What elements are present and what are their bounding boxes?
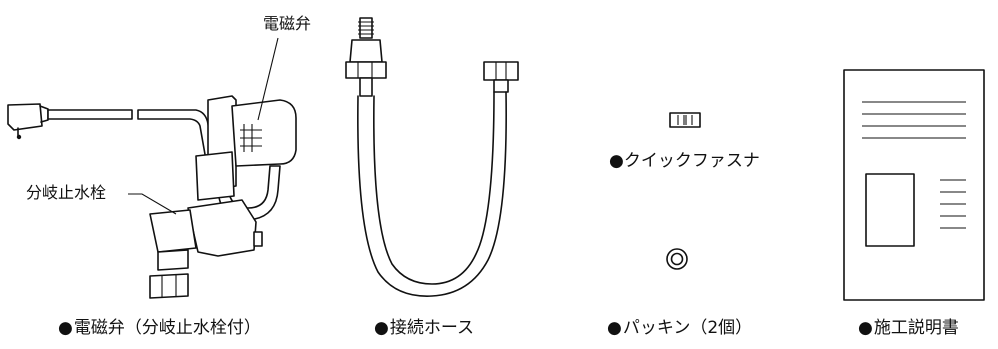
manual-caption-text: 施工説明書 <box>873 318 959 338</box>
connection-hose-caption: ●接続ホース <box>374 317 474 339</box>
manual-caption: ●施工説明書 <box>858 317 959 339</box>
connection-hose-caption-text: 接続ホース <box>389 318 474 338</box>
packing-caption: ●パッキン（2個） <box>607 317 752 339</box>
packing-ring-illustration <box>666 248 688 270</box>
packing-caption-text: パッキン（2個） <box>622 318 753 338</box>
instruction-manual-illustration <box>843 69 985 301</box>
bullet-icon: ● <box>609 151 624 171</box>
solenoid-valve-illustration <box>7 37 297 299</box>
quick-fastener-illustration <box>669 112 701 128</box>
bullet-icon: ● <box>607 318 622 338</box>
quick-fastener-caption-text: クイックファスナ <box>623 151 760 171</box>
quick-fastener-caption: ●クイックファスナ <box>609 151 760 171</box>
solenoid-valve-caption-text: 電磁弁（分岐止水栓付） <box>73 318 261 338</box>
bullet-icon: ● <box>58 318 73 338</box>
bullet-icon: ● <box>374 318 389 338</box>
solenoid-valve-label: 電磁弁 <box>263 14 312 33</box>
solenoid-valve-caption: ●電磁弁（分岐止水栓付） <box>58 317 261 339</box>
branch-stopcock-label: 分岐止水栓 <box>26 183 107 202</box>
bullet-icon: ● <box>858 318 873 338</box>
connection-hose-illustration <box>345 17 519 297</box>
